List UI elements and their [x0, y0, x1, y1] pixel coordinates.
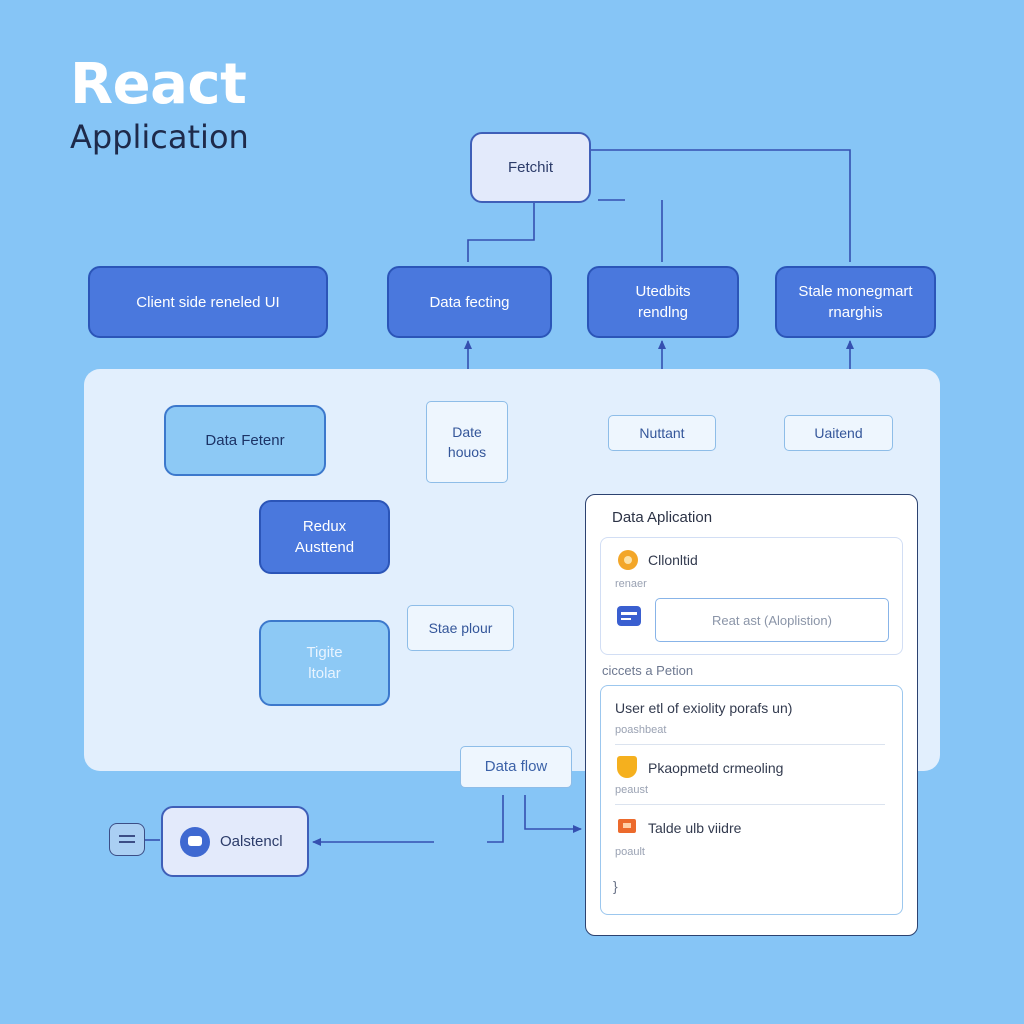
page-title: React	[70, 52, 247, 117]
state-management-node[interactable]: Stale monegmart rnarghis	[775, 266, 936, 338]
section-caption: ciccets a Petion	[602, 663, 694, 678]
items-section: User etl of exiolity porafs un) poashbea…	[600, 685, 903, 915]
client-section: Cllonltid renaer Reat ast (Aloplistion)	[600, 537, 903, 655]
chat-bubble-icon	[180, 826, 210, 857]
data-flow-label: Data flow	[460, 746, 572, 788]
card-title: Data Aplication	[612, 509, 713, 526]
divider	[615, 804, 885, 805]
date-label: Date houos	[426, 401, 508, 483]
redux-node[interactable]: Redux Austtend	[259, 500, 390, 574]
connector-fetch-to-state	[591, 149, 851, 262]
orange-circle-icon	[618, 550, 638, 570]
nuttant-label: Nuttant	[608, 415, 716, 451]
menu-icon[interactable]	[109, 823, 145, 856]
data-application-card: Data Aplication Cllonltid renaer Reat as…	[585, 494, 918, 936]
data-fetching-node[interactable]: Data fecting	[387, 266, 552, 338]
item1-label: User etl of exiolity porafs un)	[615, 700, 793, 716]
tigle-node[interactable]: Tigite ltolar	[259, 620, 390, 706]
arrow-dataflow-to-card	[524, 795, 582, 833]
page-subtitle: Application	[70, 118, 249, 156]
item2-sub: peaust	[615, 784, 649, 796]
state-plour-label: Stae plour	[407, 605, 514, 651]
orange-flag-icon	[618, 819, 636, 833]
client-side-node[interactable]: Client side reneled UI	[88, 266, 328, 338]
item3-label: Talde ulb viidre	[648, 820, 742, 836]
search-field[interactable]: Reat ast (Aloplistion)	[655, 598, 889, 642]
divider	[615, 744, 885, 745]
uaitend-label: Uaitend	[784, 415, 893, 451]
rendering-node[interactable]: Utedbits rendlng	[587, 266, 739, 338]
connector-fetch-to-rendering	[598, 199, 663, 262]
data-fetcher-node[interactable]: Data Fetenr	[164, 405, 326, 476]
oalstencl-node[interactable]: Oalstencl	[161, 806, 309, 877]
connector-fetch-to-datafetching	[467, 203, 535, 262]
client-sub: renaer	[615, 578, 647, 590]
yellow-shield-icon	[617, 756, 637, 778]
fetch-node[interactable]: Fetchit	[470, 132, 591, 203]
item3-sub: poault	[615, 846, 645, 858]
client-label: Cllonltid	[648, 552, 698, 568]
connector-dataflow-down	[487, 795, 504, 843]
closing-brace: }	[613, 878, 618, 894]
item1-sub: poashbeat	[615, 724, 667, 736]
item2-label: Pkaopmetd crmeoling	[648, 760, 784, 776]
blue-card-icon	[617, 606, 641, 626]
